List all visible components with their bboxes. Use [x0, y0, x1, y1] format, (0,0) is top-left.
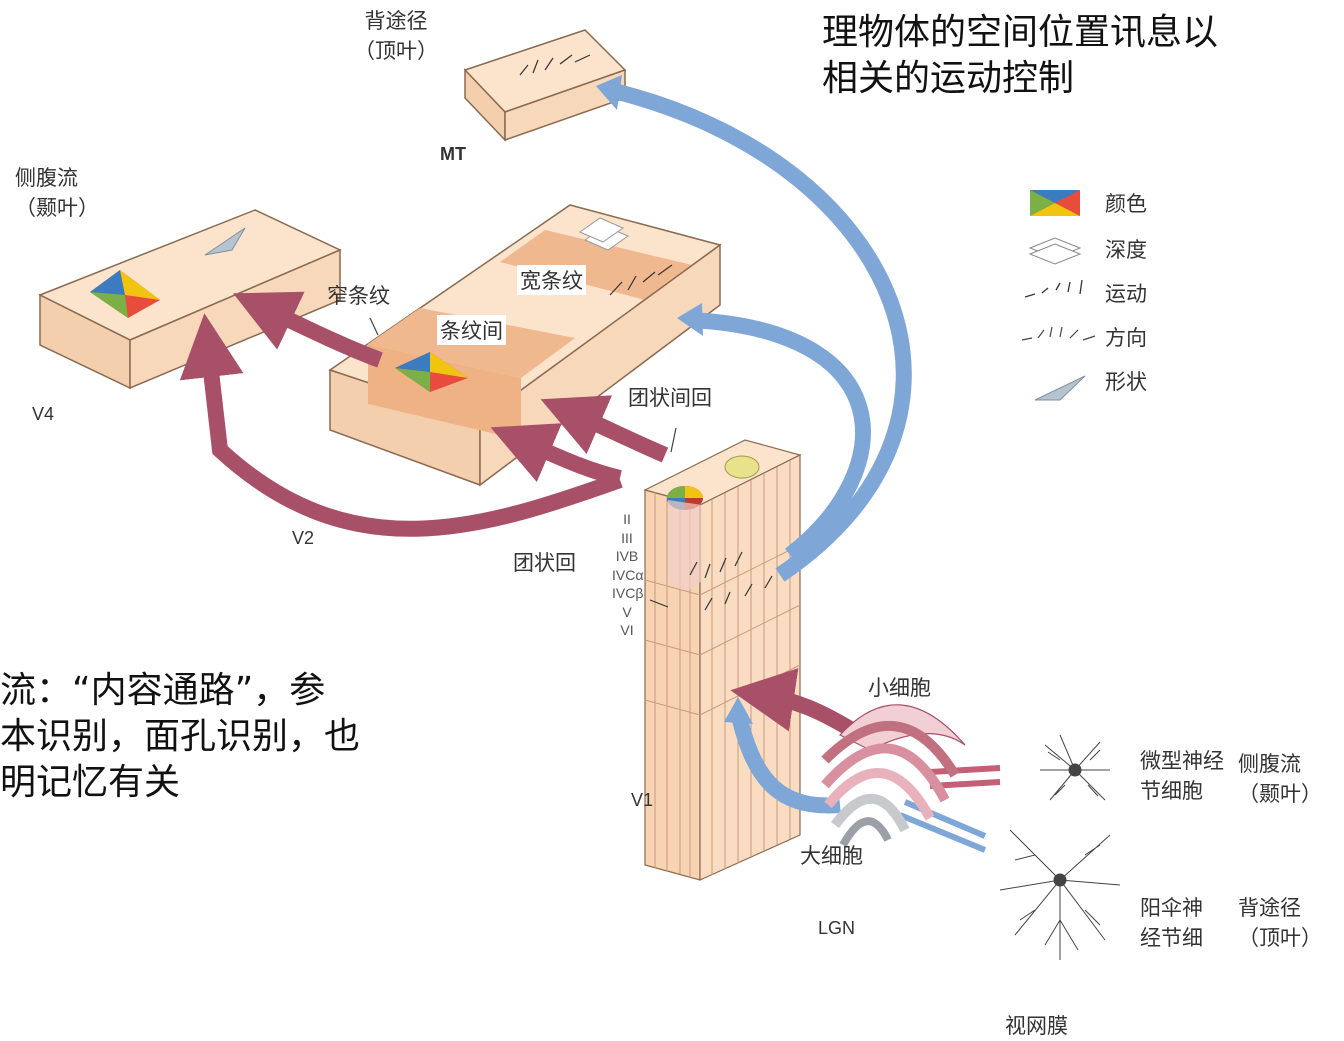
ventral-stream-label-left: 侧腹流 （颞叶） — [15, 166, 99, 220]
ventral-stream-label-right: 侧腹流 （颞叶） — [1238, 752, 1322, 806]
v1-area-block — [643, 439, 802, 881]
parasol-cell-label: 阳伞神 经节细 — [1140, 896, 1203, 950]
v2-label: V2 — [292, 528, 315, 548]
callout-lines — [369, 317, 677, 453]
mt-label: MT — [440, 144, 466, 164]
retina-magno-input — [898, 799, 987, 853]
parvo-cell-label: 小细胞 — [868, 676, 931, 700]
legend-item-orientation: 方向 — [1105, 326, 1147, 350]
legend-item-color: 颜色 — [1105, 192, 1147, 216]
retina-label: 视网膜 — [1005, 1014, 1068, 1038]
magno-arrowheads — [596, 75, 753, 724]
dorsal-stream-label-top: 背途径 （顶叶） — [354, 9, 438, 63]
blob-label: 团状回 — [513, 551, 576, 575]
magno-cell-label: 大细胞 — [800, 844, 863, 868]
dorsal-stream-label-right: 背途径 （顶叶） — [1238, 896, 1322, 950]
magno-pathways — [608, 82, 912, 814]
interstripe-label: 条纹间 — [437, 315, 506, 345]
thin-stripe-label: 窄条纹 — [327, 284, 390, 308]
color-icon — [1030, 190, 1080, 216]
legend-item-depth: 深度 — [1105, 238, 1147, 262]
mt-area-box — [463, 29, 627, 142]
ventral-desc-line1: 流：“内容通路”，参 — [0, 670, 326, 711]
lgn-label: LGN — [818, 918, 856, 938]
ventral-desc-line2: 本识别，面孔识别，也 — [0, 716, 361, 757]
dorsal-desc-line1: 理物体的空间位置讯息以 — [822, 12, 1219, 53]
midget-cell-label: 微型神经 节细胞 — [1140, 749, 1224, 803]
retina-cells — [999, 734, 1121, 960]
dorsal-desc-line2: 相关的运动控制 — [822, 58, 1075, 99]
v1-label: V1 — [631, 790, 654, 810]
v4-area-box — [38, 209, 342, 390]
dorsal-stream-description: 理物体的空间位置讯息以 相关的运动控制 — [822, 10, 1218, 102]
orientation-icon — [1021, 326, 1096, 341]
interblob-label: 团状间回 — [628, 386, 712, 410]
v1-layer-labels: II III IVB IVCα IVCβ V VI — [612, 511, 644, 638]
ventral-desc-line3: 明记忆有关 — [0, 762, 181, 803]
legend-item-motion: 运动 — [1105, 282, 1147, 306]
legend-icons — [1021, 190, 1096, 401]
thick-stripe-label: 宽条纹 — [517, 265, 586, 295]
ventral-stream-description: 流：“内容通路”，参 本识别，面孔识别，也 明记忆有关 — [0, 668, 360, 806]
lgn-nucleus — [821, 704, 966, 848]
depth-icon — [1028, 237, 1082, 265]
motion-icon — [1024, 279, 1083, 298]
form-icon — [1034, 375, 1086, 401]
legend-item-form: 形状 — [1105, 370, 1147, 394]
v4-label: V4 — [32, 404, 55, 424]
